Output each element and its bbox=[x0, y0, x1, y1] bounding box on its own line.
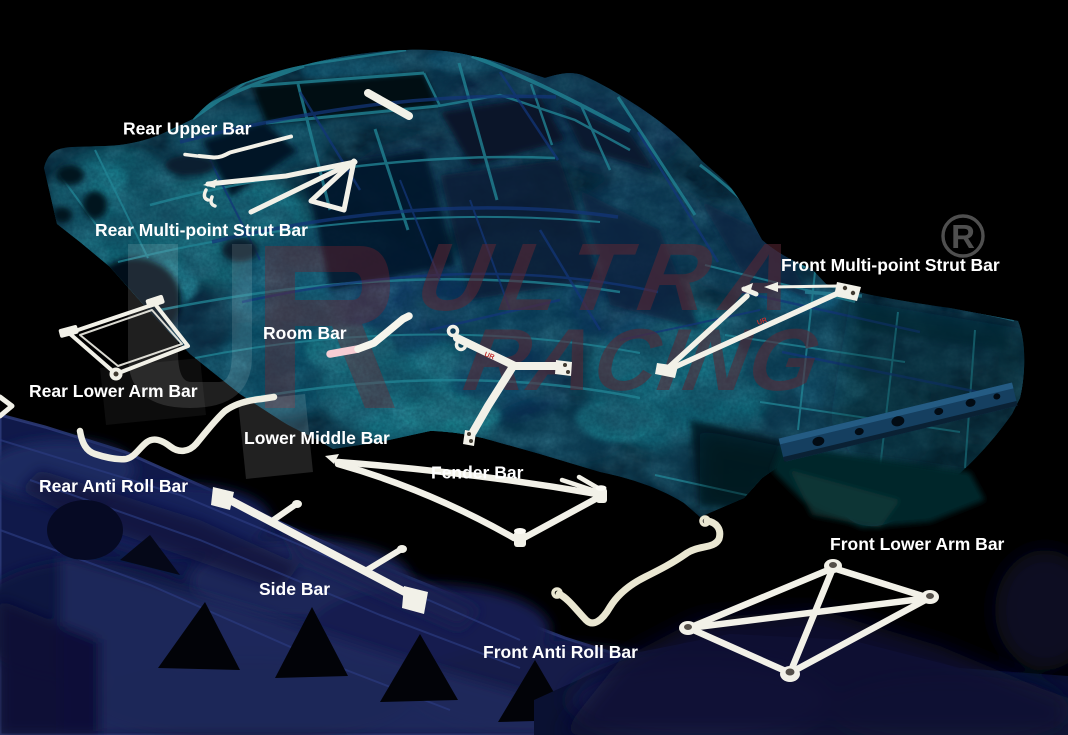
svg-text:Fender Bar: Fender Bar bbox=[431, 463, 524, 483]
svg-text:Rear Anti Roll Bar: Rear Anti Roll Bar bbox=[39, 476, 188, 496]
svg-text:UR: UR bbox=[756, 317, 768, 327]
svg-text:ULTRA: ULTRA bbox=[410, 223, 817, 331]
svg-text:Side Bar: Side Bar bbox=[259, 579, 330, 599]
svg-text:ULTRA: ULTRA bbox=[410, 223, 817, 331]
svg-text:Room Bar: Room Bar bbox=[263, 323, 347, 343]
svg-text:Rear Multi-point Strut Bar: Rear Multi-point Strut Bar bbox=[95, 220, 308, 240]
svg-text:Front Lower Arm Bar: Front Lower Arm Bar bbox=[830, 534, 1005, 554]
svg-text:Front Multi-point Strut Bar: Front Multi-point Strut Bar bbox=[781, 255, 1000, 275]
svg-text:Rear Lower Arm Bar: Rear Lower Arm Bar bbox=[29, 381, 198, 401]
svg-text:UR: UR bbox=[483, 351, 495, 361]
svg-text:Lower Middle Bar: Lower Middle Bar bbox=[244, 428, 390, 448]
svg-text:Rear Upper Bar: Rear Upper Bar bbox=[123, 119, 252, 139]
svg-text:R: R bbox=[951, 218, 975, 255]
svg-text:Front Anti Roll Bar: Front Anti Roll Bar bbox=[483, 642, 638, 662]
